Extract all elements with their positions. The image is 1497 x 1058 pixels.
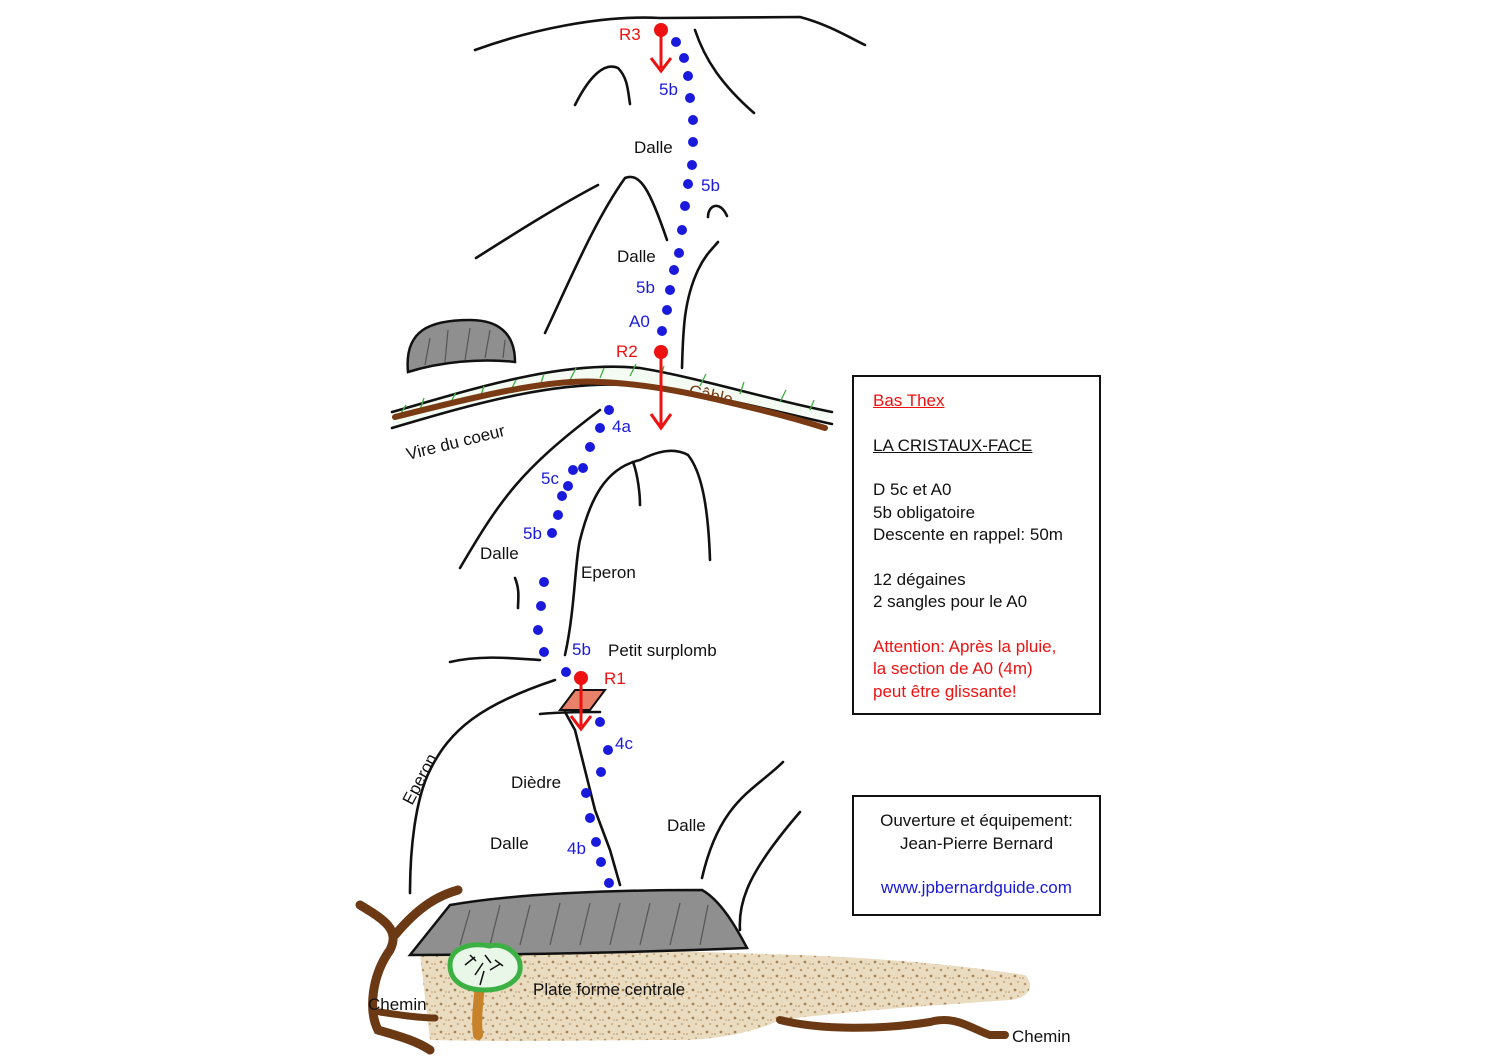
route-dot bbox=[568, 465, 578, 475]
route-dot bbox=[561, 667, 571, 677]
warning-line: la section de A0 (4m) bbox=[873, 659, 1033, 678]
route-dot bbox=[578, 463, 588, 473]
rock-outlines bbox=[408, 15, 867, 932]
route-dot bbox=[585, 442, 595, 452]
route-name: LA CRISTAUX-FACE bbox=[873, 435, 1033, 455]
route-dot bbox=[604, 405, 614, 415]
slings-info: 2 sangles pour le A0 bbox=[873, 592, 1028, 611]
feature-eperon: Eperon bbox=[581, 563, 636, 582]
route-dot bbox=[591, 837, 601, 847]
feature-dalle: Dalle bbox=[667, 816, 706, 835]
route-dot bbox=[553, 510, 563, 520]
route-dot bbox=[680, 201, 690, 211]
feature-petit-surplomb: Petit surplomb bbox=[608, 641, 717, 660]
credits-line1: Ouverture et équipement: bbox=[880, 811, 1073, 830]
route-info-box: Bas Thex LA CRISTAUX-FACE D 5c et A0 5b … bbox=[852, 375, 1101, 715]
route-dot bbox=[671, 37, 681, 47]
plate-forme bbox=[407, 888, 1030, 1041]
grade-label: 5b bbox=[701, 176, 720, 195]
route-dot bbox=[536, 601, 546, 611]
grade-label: 5b bbox=[523, 524, 542, 543]
feature-eperon: Eperon bbox=[399, 751, 442, 808]
route-line bbox=[533, 37, 698, 888]
route-dot bbox=[662, 305, 672, 315]
route-dot bbox=[657, 326, 667, 336]
warning-line: peut être glissante! bbox=[873, 681, 1017, 701]
route-dot bbox=[539, 647, 549, 657]
route-dot bbox=[674, 248, 684, 258]
grade-label: A0 bbox=[629, 312, 650, 331]
route-dot bbox=[596, 767, 606, 777]
route-dot bbox=[533, 625, 543, 635]
route-dot bbox=[557, 491, 567, 501]
descent-info: Descente en rappel: 50m bbox=[873, 525, 1063, 544]
feature-chemin: Chemin bbox=[368, 995, 427, 1014]
feature-dalle: Dalle bbox=[480, 544, 519, 563]
feature-dalle: Dalle bbox=[490, 834, 529, 853]
relay-label-r1: R1 bbox=[604, 669, 626, 688]
grade-label: 4a bbox=[612, 417, 631, 436]
feature-diedre: Dièdre bbox=[511, 773, 561, 792]
route-dot bbox=[688, 137, 698, 147]
boulder-left bbox=[406, 318, 517, 374]
route-dot bbox=[595, 717, 605, 727]
route-dot bbox=[669, 265, 679, 275]
feature-dalle: Dalle bbox=[617, 247, 656, 266]
route-dot bbox=[677, 225, 687, 235]
quickdraws-info: 12 dégaines bbox=[873, 569, 966, 589]
grade-label: 5b bbox=[636, 278, 655, 297]
grade-label: 5b bbox=[572, 640, 591, 659]
grade-label: 5b bbox=[659, 80, 678, 99]
route-dot bbox=[688, 115, 698, 125]
credits-box: Ouverture et équipement: Jean-Pierre Ber… bbox=[852, 795, 1101, 916]
relay-r3-marker bbox=[649, 23, 673, 74]
route-dot bbox=[563, 481, 573, 491]
relay-label-r2: R2 bbox=[616, 342, 638, 361]
route-dot bbox=[687, 160, 697, 170]
credits-line2: Jean-Pierre Bernard bbox=[899, 833, 1054, 853]
credits-url[interactable]: www.jpbernardguide.com bbox=[881, 878, 1072, 897]
mandatory-grade: 5b obligatoire bbox=[873, 502, 976, 522]
grade-label: 5c bbox=[541, 469, 559, 488]
grade-label: 4c bbox=[615, 734, 633, 753]
route-dot bbox=[595, 423, 605, 433]
feature-chemin: Chemin bbox=[1012, 1027, 1071, 1046]
grade-label: 4b bbox=[567, 839, 586, 858]
chemin-paths bbox=[355, 885, 1009, 1055]
route-dot bbox=[596, 857, 606, 867]
route-dot bbox=[685, 93, 695, 103]
route-dot bbox=[603, 745, 613, 755]
route-dot bbox=[581, 788, 591, 798]
route-dot bbox=[539, 577, 549, 587]
route-dot bbox=[683, 179, 693, 189]
grade-line: D 5c et A0 bbox=[873, 480, 952, 499]
relay-label-r3: R3 bbox=[619, 25, 641, 44]
route-dot bbox=[665, 285, 675, 295]
route-dot bbox=[585, 813, 595, 823]
relay-r2-marker bbox=[649, 345, 673, 431]
feature-plate-forme: Plate forme centrale bbox=[533, 980, 685, 999]
route-dot bbox=[683, 71, 693, 81]
site-name: Bas Thex bbox=[873, 391, 945, 410]
feature-vire-du-coeur: Vire du coeur bbox=[404, 421, 507, 464]
route-dot bbox=[679, 53, 689, 63]
route-dot bbox=[547, 528, 557, 538]
bush bbox=[447, 942, 523, 993]
relay-r1-marker bbox=[558, 671, 607, 732]
feature-cable: Câble bbox=[687, 381, 734, 409]
route-dot bbox=[604, 878, 614, 888]
feature-dalle: Dalle bbox=[634, 138, 673, 157]
warning-line: Attention: Après la pluie, bbox=[873, 636, 1057, 656]
